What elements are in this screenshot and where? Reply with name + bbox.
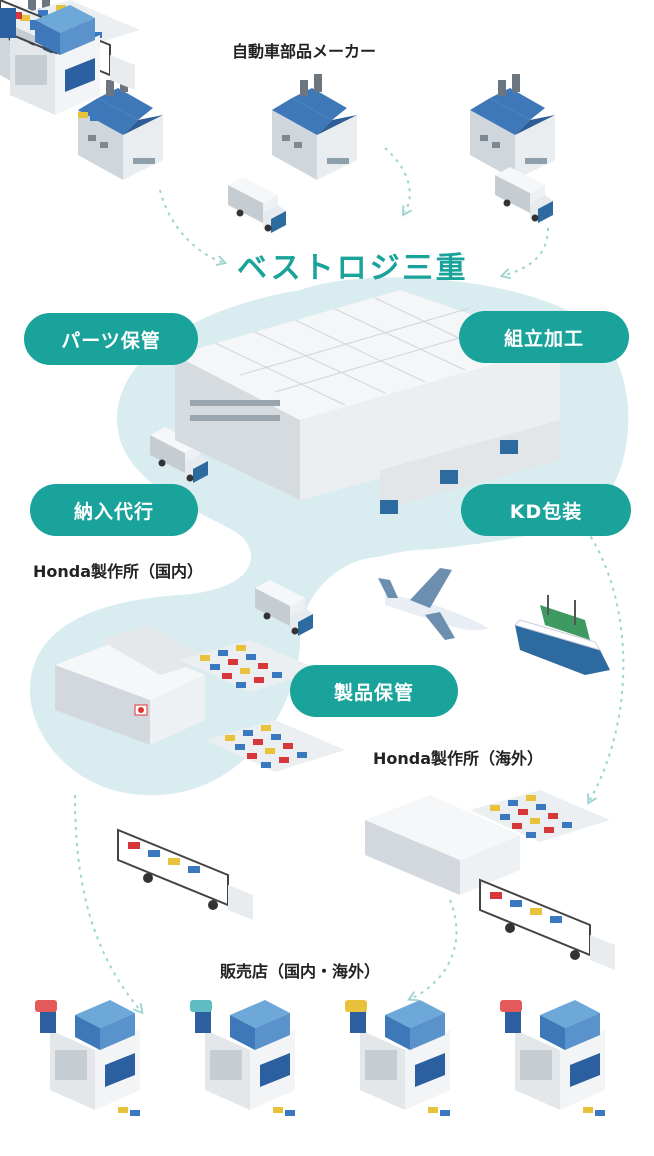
car-carrier-2 [479, 879, 616, 971]
flow-arrows [74, 147, 625, 1015]
supplier-factory-2 [272, 74, 357, 180]
service-kd-packaging: KD包装 [461, 484, 631, 536]
dealer-4 [505, 1000, 605, 1116]
dealers-label: 販売店（国内・海外） [220, 962, 381, 981]
service-parts-storage: パーツ保管 [24, 313, 198, 365]
truck-2 [495, 167, 553, 223]
service-product-storage: 製品保管 [290, 665, 458, 717]
supplier-factory-3 [470, 74, 555, 180]
car-carrier-1 [117, 829, 254, 921]
honda-overseas-label: Honda製作所（海外） [373, 749, 544, 768]
service-delivery-agency: 納入代行 [30, 484, 198, 536]
domestic-plant-icon [55, 625, 210, 745]
dealer-3 [350, 1000, 450, 1116]
suppliers-label: 自動車部品メーカー [232, 42, 377, 61]
ship-icon [514, 595, 610, 675]
honda-domestic-label: Honda製作所（国内） [33, 562, 204, 581]
overseas-plant-icon [365, 795, 520, 895]
dealer-2 [195, 1000, 295, 1116]
dealer-car-signs [35, 1000, 522, 1012]
brand-title: ベストロジ三重 [237, 251, 469, 286]
dealer-icon [0, 5, 100, 121]
truck-1 [228, 177, 286, 233]
dealer-1 [40, 1000, 140, 1116]
service-assembly: 組立加工 [459, 311, 629, 363]
airplane-icon [378, 568, 488, 640]
